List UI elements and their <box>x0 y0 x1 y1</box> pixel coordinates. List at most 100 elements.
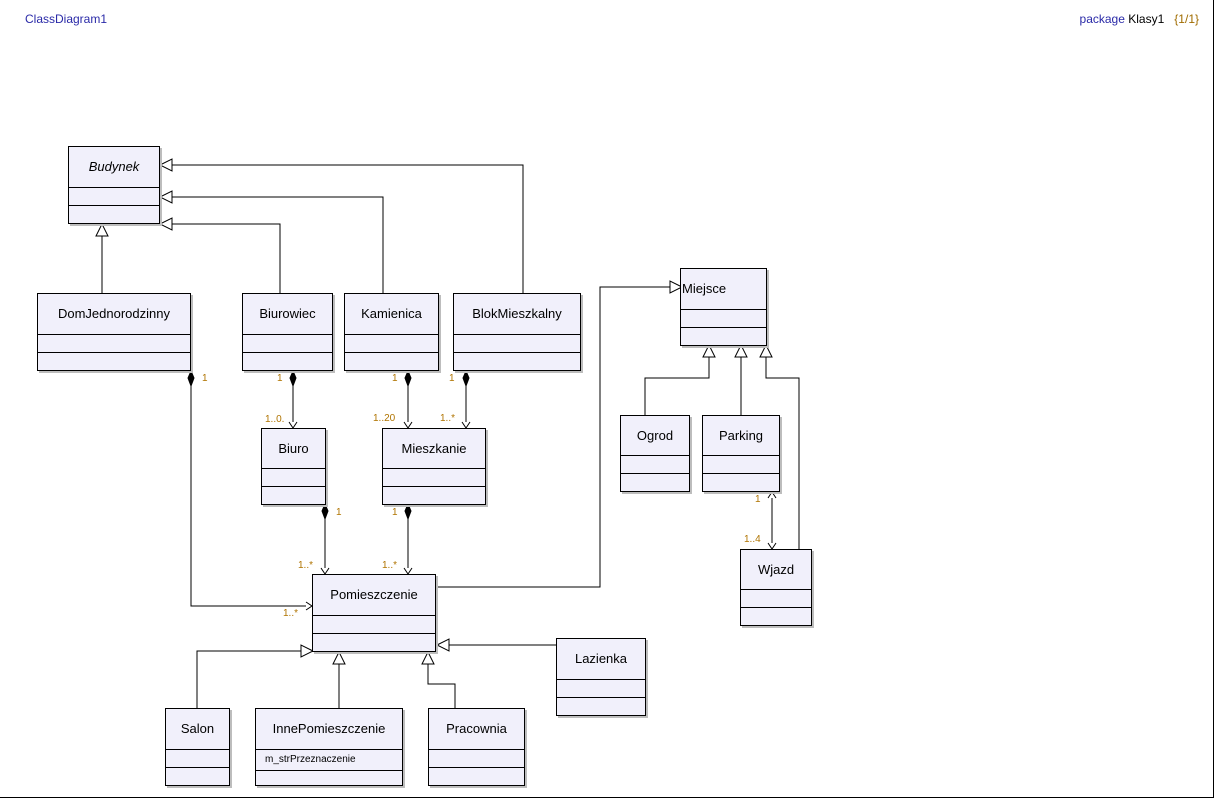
class-name: Ogrod <box>621 416 689 456</box>
triangle-miejsce-2 <box>734 343 748 358</box>
class-miejsce[interactable]: Miejsce <box>680 268 767 346</box>
multiplicity-label: 1 <box>392 373 398 384</box>
class-salon[interactable]: Salon <box>165 708 230 786</box>
class-attributes <box>741 590 811 608</box>
class-domjednorodzinny[interactable]: DomJednorodzinny <box>37 293 191 371</box>
class-operations <box>313 634 435 651</box>
class-pomieszczenie[interactable]: Pomieszczenie <box>312 574 436 652</box>
class-attributes <box>166 750 229 768</box>
class-name: Salon <box>166 709 229 750</box>
composition-dom-pomieszczenie <box>190 386 306 607</box>
multiplicity-label: 1..* <box>440 413 456 424</box>
class-attributes <box>313 616 435 634</box>
diamond-biuro <box>321 502 329 521</box>
class-attributes <box>429 750 524 768</box>
class-name: Lazienka <box>557 639 645 680</box>
class-attributes <box>69 188 159 206</box>
triangle-miejsce-1 <box>702 343 716 358</box>
class-attributes <box>262 469 325 487</box>
generalization-kamienica-budynek <box>172 196 384 293</box>
page-index: {1/1} <box>1174 12 1199 26</box>
class-operations <box>383 487 485 504</box>
multiplicity-label: 1..* <box>283 608 299 619</box>
triangle-budynek-2 <box>158 190 173 204</box>
class-operations <box>741 608 811 625</box>
class-attributes <box>557 680 645 698</box>
triangle-pom-inne <box>332 650 346 665</box>
class-name: BlokMieszkalny <box>454 294 580 335</box>
class-attributes <box>38 335 190 353</box>
triangle-pom-lazienka <box>435 638 450 652</box>
triangle-pom-salon <box>300 644 315 658</box>
class-name: Miejsce <box>681 269 766 310</box>
class-innepomieszczenie[interactable]: InnePomieszczenie m_strPrzeznaczenie <box>255 708 403 786</box>
class-operations <box>621 474 689 491</box>
generalization-pracownia-pomieszczenie <box>427 664 456 708</box>
class-operations <box>262 487 325 504</box>
diamond-kamienica <box>404 369 412 388</box>
class-name: DomJednorodzinny <box>38 294 190 335</box>
class-operations <box>256 771 402 785</box>
generalization-ogrod-miejsce <box>644 357 710 415</box>
triangle-miejsce-3 <box>759 343 773 358</box>
package-label: package Klasy1 {1/1} <box>1080 12 1199 26</box>
class-attributes <box>345 335 438 353</box>
class-attributes <box>383 469 485 487</box>
multiplicity-label: 1..0. <box>265 414 285 425</box>
class-operations <box>557 698 645 715</box>
class-operations <box>166 768 229 785</box>
generalization-biurowiec-budynek <box>172 223 281 293</box>
triangle-budynek-bottom <box>95 222 109 237</box>
class-operations <box>243 353 332 370</box>
class-name: Biuro <box>262 429 325 469</box>
multiplicity-label: 1..* <box>298 560 314 571</box>
class-operations <box>703 474 779 491</box>
class-name: Kamienica <box>345 294 438 335</box>
package-keyword: package <box>1079 12 1125 26</box>
class-operations <box>429 768 524 785</box>
class-kamienica[interactable]: Kamienica <box>344 293 439 371</box>
class-name: Pracownia <box>429 709 524 750</box>
diamond-mieszkanie <box>404 502 412 521</box>
diamond-biurowiec <box>289 369 297 388</box>
class-attributes <box>621 456 689 474</box>
class-name: Mieszkanie <box>383 429 485 469</box>
class-biurowiec[interactable]: Biurowiec <box>242 293 333 371</box>
triangle-miejsce-left <box>669 280 684 294</box>
class-attributes <box>454 335 580 353</box>
diagram-name: ClassDiagram1 <box>25 12 108 26</box>
multiplicity-label: 1 <box>202 373 208 384</box>
arrowhead-parking <box>767 491 777 499</box>
triangle-pom-pracownia <box>421 650 435 665</box>
package-name: Klasy1 <box>1128 12 1165 26</box>
class-attributes <box>243 335 332 353</box>
generalization-wjazd-miejsce <box>765 357 800 549</box>
class-biuro[interactable]: Biuro <box>261 428 326 505</box>
diamond-dom <box>187 369 195 388</box>
triangle-budynek-1 <box>158 217 173 231</box>
generalization-pomieszczenie-miejsce <box>436 286 670 588</box>
frame-right-border <box>1213 0 1214 798</box>
class-wjazd[interactable]: Wjazd <box>740 549 812 626</box>
diamond-blok <box>462 369 470 388</box>
multiplicity-label: 1 <box>392 507 398 518</box>
class-blokmieszkalny[interactable]: BlokMieszkalny <box>453 293 581 371</box>
class-operations <box>345 353 438 370</box>
class-operations <box>69 206 159 223</box>
class-mieszkanie[interactable]: Mieszkanie <box>382 428 486 505</box>
class-budynek[interactable]: Budynek <box>68 146 160 224</box>
multiplicity-label: 1..20 <box>373 413 396 424</box>
class-parking[interactable]: Parking <box>702 415 780 492</box>
class-operations <box>454 353 580 370</box>
class-name: Biurowiec <box>243 294 332 335</box>
class-name: Budynek <box>69 147 159 188</box>
class-name: Wjazd <box>741 550 811 590</box>
class-operations <box>38 353 190 370</box>
generalization-salon-pomieszczenie <box>196 650 301 708</box>
multiplicity-label: 1..4 <box>744 534 761 545</box>
class-pracownia[interactable]: Pracownia <box>428 708 525 786</box>
multiplicity-label: 1 <box>755 494 761 505</box>
class-ogrod[interactable]: Ogrod <box>620 415 690 492</box>
class-lazienka[interactable]: Lazienka <box>556 638 646 716</box>
